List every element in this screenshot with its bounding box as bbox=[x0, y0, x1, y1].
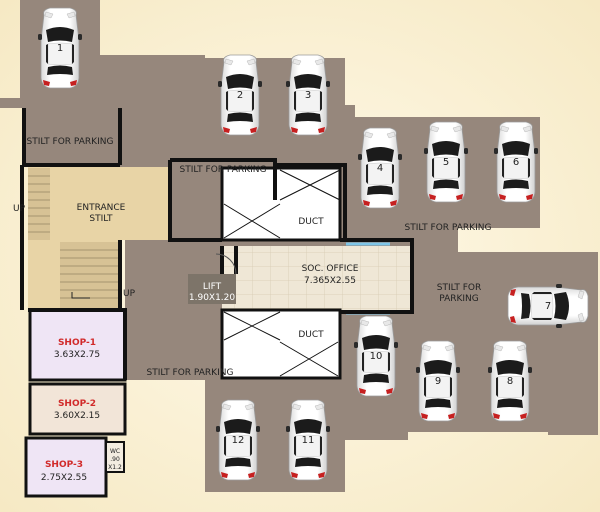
wc-room bbox=[105, 441, 125, 473]
shop-1-name: SHOP-1 bbox=[58, 338, 96, 348]
car-4-number: 4 bbox=[377, 163, 383, 174]
office-size-label: 7.365X2.55 bbox=[304, 276, 356, 286]
car-2: 2 bbox=[217, 54, 263, 136]
walls bbox=[20, 108, 414, 380]
car-7: 7 bbox=[507, 283, 589, 329]
stilt-parking-label-right-line2: PARKING bbox=[439, 294, 479, 304]
shop-2-room bbox=[28, 382, 127, 436]
car-12-number: 12 bbox=[232, 435, 245, 446]
plan-labels: STILT FOR PARKING STILT FOR PARKING STIL… bbox=[13, 137, 491, 483]
car-1-number: 1 bbox=[57, 43, 63, 54]
duct-bottom bbox=[220, 308, 342, 380]
car-1: 1 bbox=[37, 7, 83, 89]
car-7-number: 7 bbox=[545, 301, 551, 312]
lift-size-label: 1.90X1.20 bbox=[189, 293, 236, 303]
wc-label-line1: WC bbox=[110, 448, 120, 455]
car-5: 5 bbox=[423, 121, 469, 203]
office-name-label: SOC. OFFICE bbox=[302, 264, 359, 274]
office-door-swing bbox=[215, 253, 237, 275]
parking-cars: 1 2 3 4 5 6 7 8 9 10 11 12 bbox=[37, 7, 589, 481]
stilt-parking-label-right-row: STILT FOR PARKING bbox=[405, 223, 492, 233]
entrance-label-line1: ENTRANCE bbox=[77, 203, 126, 213]
stilt-parking-label-top-left: STILT FOR PARKING bbox=[27, 137, 114, 147]
car-3: 3 bbox=[285, 54, 331, 136]
car-6: 6 bbox=[493, 121, 539, 203]
shop-3-size: 2.75X2.55 bbox=[41, 473, 87, 483]
stair-left bbox=[28, 168, 50, 240]
duct-top bbox=[220, 166, 342, 242]
shop-1-size: 3.63X2.75 bbox=[54, 350, 100, 360]
car-8-number: 8 bbox=[507, 376, 513, 387]
car-6-number: 6 bbox=[513, 157, 519, 168]
stair-lower bbox=[60, 242, 120, 308]
car-11: 11 bbox=[285, 399, 331, 481]
car-8: 8 bbox=[487, 340, 533, 422]
wc-label-line2: .90 bbox=[110, 456, 120, 463]
lift-shaft bbox=[188, 274, 236, 304]
up-label-left: UP bbox=[13, 204, 26, 214]
car-12: 12 bbox=[215, 399, 261, 481]
shop-2-size: 3.60X2.15 bbox=[54, 411, 100, 421]
wc-label-line3: X1.2 bbox=[108, 464, 122, 471]
duct-bottom-label: DUCT bbox=[298, 330, 324, 340]
up-label-stair: UP bbox=[123, 289, 136, 299]
car-4: 4 bbox=[357, 127, 403, 209]
shop-3-room bbox=[24, 436, 108, 498]
shop-1-room bbox=[28, 308, 127, 382]
car-9-number: 9 bbox=[435, 376, 441, 387]
shop-2-name: SHOP-2 bbox=[58, 399, 96, 409]
shop-3-name: SHOP-3 bbox=[45, 460, 83, 470]
car-10-number: 10 bbox=[370, 351, 383, 362]
car-2-number: 2 bbox=[237, 90, 243, 101]
entrance-stilt-area bbox=[28, 167, 170, 310]
car-5-number: 5 bbox=[443, 157, 449, 168]
stilt-parking-label-bottom: STILT FOR PARKING bbox=[147, 368, 234, 378]
entrance-label-line2: STILT bbox=[89, 214, 113, 224]
duct-top-label: DUCT bbox=[298, 217, 324, 227]
car-3-number: 3 bbox=[305, 90, 311, 101]
car-11-number: 11 bbox=[302, 435, 315, 446]
car-10: 10 bbox=[353, 315, 399, 397]
lift-name-label: LIFT bbox=[203, 282, 222, 292]
stilt-parking-label-top-middle: STILT FOR PARKING bbox=[180, 165, 267, 175]
stilt-parking-label-right-line1: STILT FOR bbox=[437, 283, 482, 293]
car-9: 9 bbox=[415, 340, 461, 422]
society-office-room bbox=[222, 246, 412, 311]
